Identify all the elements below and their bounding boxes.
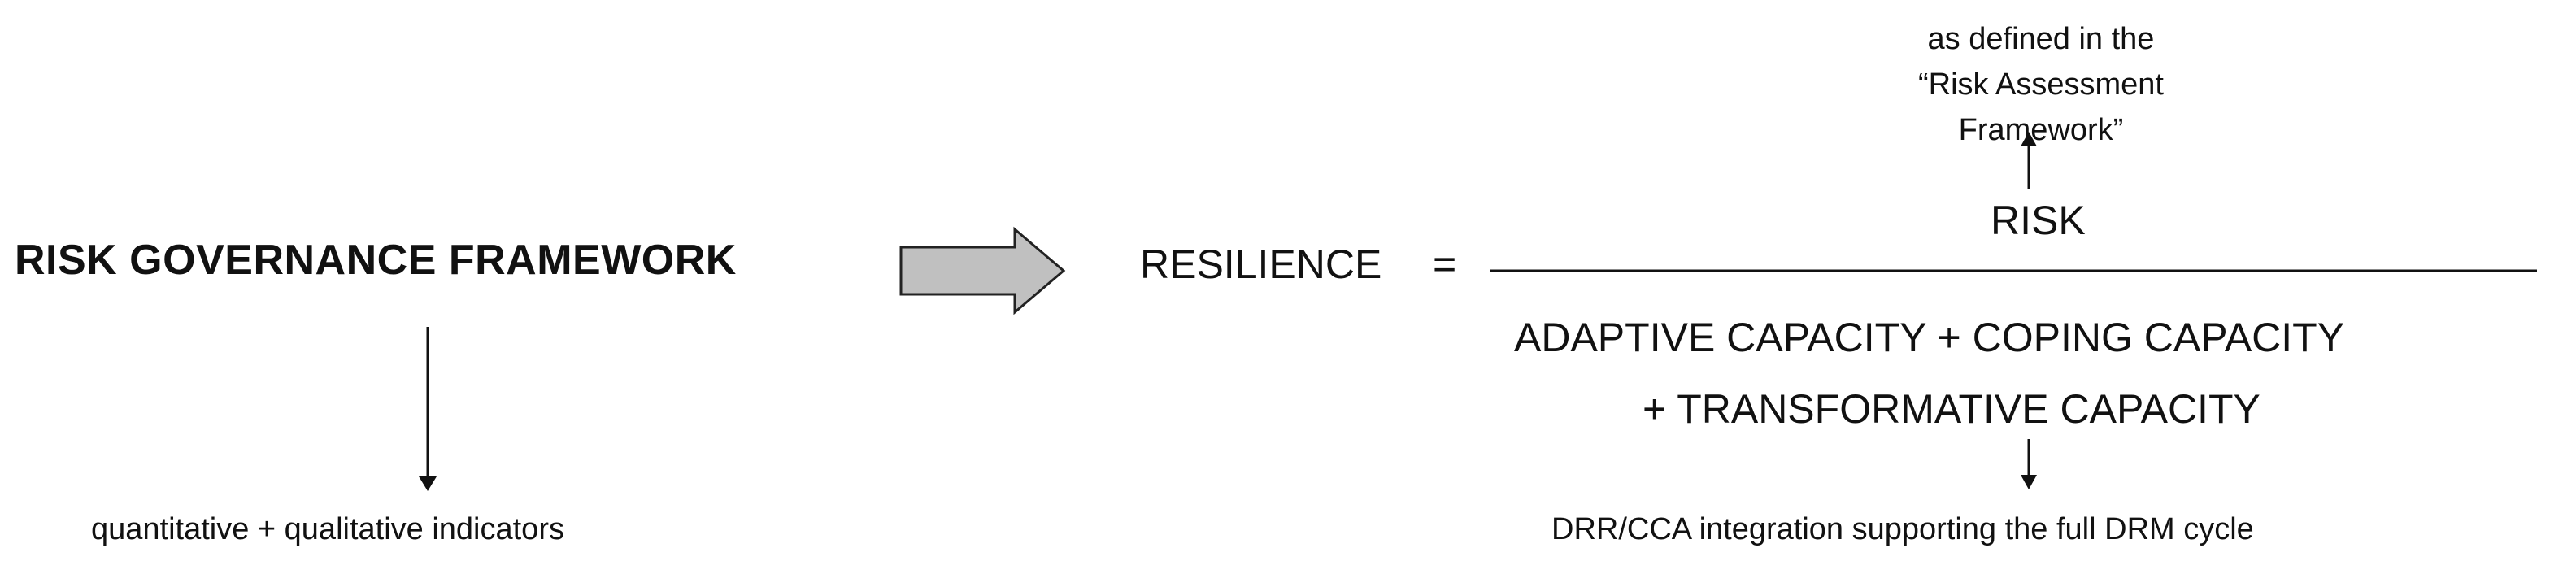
risk-definition-note: as defined in the “Risk Assessment Frame… <box>1918 22 2164 147</box>
risk-up-arrow <box>2021 132 2037 189</box>
equals-sign: = <box>1433 241 1457 287</box>
risk-numerator: RISK <box>1991 198 2086 243</box>
denominator-line-2: + TRANSFORMATIVE CAPACITY <box>1643 386 2261 432</box>
block-arrow-right <box>899 226 1066 315</box>
framework-down-arrow <box>419 327 437 491</box>
drm-cycle-note: DRR/CCA integration supporting the full … <box>1551 512 2254 546</box>
resilience-label: RESILIENCE <box>1140 241 1382 287</box>
indicators-label: quantitative + qualitative indicators <box>91 512 564 546</box>
risk-governance-framework-title: RISK GOVERNANCE FRAMEWORK <box>15 237 737 284</box>
capacity-down-arrow <box>2021 439 2037 489</box>
denominator-line-1: ADAPTIVE CAPACITY + COPING CAPACITY <box>1514 315 2345 360</box>
